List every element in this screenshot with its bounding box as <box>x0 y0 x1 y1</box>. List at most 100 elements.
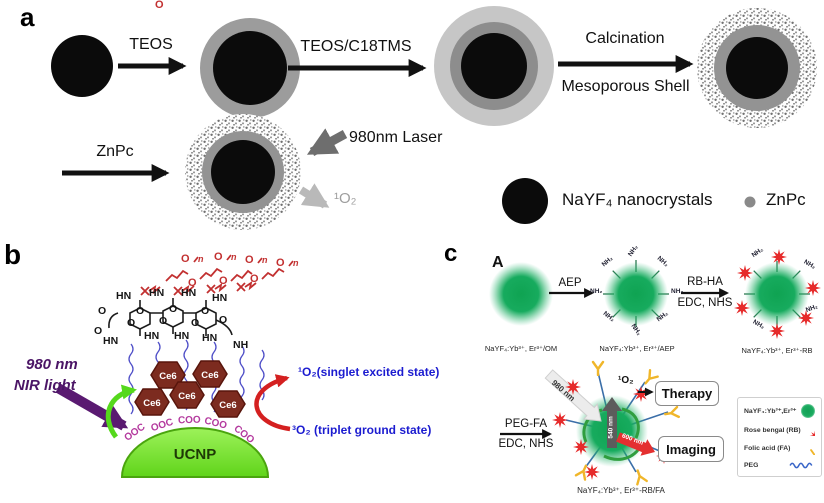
nayf4-aep-sphere <box>603 260 669 327</box>
panel-a-label: a <box>20 2 35 32</box>
imaging-label: Imaging <box>666 441 716 457</box>
oxygen-cycle-arrow <box>254 374 291 432</box>
panel-b-label: b <box>4 239 22 270</box>
singlet-oxygen-arrow <box>298 183 330 209</box>
ucnp-dome <box>120 427 270 478</box>
folic-acid-y <box>663 405 680 421</box>
backbone-hn: HN <box>174 330 190 342</box>
chain-o: O <box>276 257 285 269</box>
peg-chains <box>140 254 294 296</box>
backbone-o: O <box>136 305 145 317</box>
imaging-box: Imaging <box>658 436 724 462</box>
panel-c-legend: NaYF₄:Yb³⁺,Er³⁺ Rose bengal (RB) Folic a… <box>737 397 822 477</box>
svg-text:Ce6: Ce6 <box>201 370 218 381</box>
rose-bengal-star <box>734 300 750 316</box>
final-particle <box>544 360 680 486</box>
chain-o: O <box>155 0 164 11</box>
panel-b-graphics: Ce6 Ce6 Ce6 Ce6 Ce6 <box>55 254 294 478</box>
therapy-label: Therapy <box>661 386 713 401</box>
backbone-o: O <box>219 314 228 326</box>
rose-bengal-star <box>737 265 753 281</box>
folic-acid-y <box>591 360 605 376</box>
particle4-label: NaYF₄:Yb³⁺, Er³⁺-RB/FA <box>577 486 665 495</box>
backbone-o: O <box>169 303 178 315</box>
panel-a-graphics <box>51 6 817 230</box>
znpc-loaded-particle <box>185 114 301 230</box>
arrow-600nm <box>616 432 655 456</box>
pegfa-label: PEG-FA <box>504 418 548 430</box>
backbone-nh: NH <box>233 339 249 351</box>
svg-text:Ce6: Ce6 <box>219 400 236 411</box>
rose-bengal-star-glyph <box>803 424 815 436</box>
legend-row-nanocrystal: NaYF₄:Yb³⁺,Er³⁺ <box>744 404 815 418</box>
scheme-a-label: A <box>492 254 504 271</box>
ce6-hexagon: Ce6 <box>169 381 205 409</box>
chain-o: O <box>219 275 228 287</box>
backbone-o: O <box>127 317 136 329</box>
nh2-label: NH₂ <box>671 288 684 295</box>
backbone-o: O <box>98 305 107 317</box>
nh2-label: NH₂ <box>590 288 603 295</box>
legend-peg-label: PEG <box>744 462 759 469</box>
svg-text:Ce6: Ce6 <box>159 371 176 382</box>
coo-label: COO <box>177 414 201 427</box>
legend-nayf4-label: NaYF₄:Yb³⁺,Er³⁺ <box>744 408 797 415</box>
rose-bengal-star <box>805 280 821 296</box>
backbone-hn: HN <box>144 330 160 342</box>
beam-980nm <box>544 369 602 422</box>
rose-bengal-star <box>769 323 785 339</box>
chain-o: O <box>214 251 223 263</box>
svg-text:Ce6: Ce6 <box>178 391 195 402</box>
backbone-hn: HN <box>116 290 132 302</box>
repeat-n: n <box>231 252 237 262</box>
laser-arrow <box>306 128 348 156</box>
legend-fa-label: Folic acid (FA) <box>744 445 791 452</box>
aep-label: AEP <box>558 277 582 289</box>
ucnp-label: UCNP <box>173 446 217 463</box>
therapy-box: Therapy <box>655 381 719 406</box>
singlet-state-label: ¹O₂(singlet excited state) <box>298 365 440 379</box>
backbone-hn: HN <box>149 287 165 299</box>
legend-row-folic-acid: Folic acid (FA) <box>744 442 815 455</box>
ce6-hexagon: Ce6 <box>210 390 246 418</box>
chain-o: O <box>245 254 254 266</box>
energy-transfer-arrow <box>105 384 137 439</box>
silica-coated-particle <box>200 18 300 118</box>
legend-znpc-glyph <box>744 196 756 208</box>
singlet-o2-label: ¹O₂ <box>618 375 634 386</box>
backbone-o: O <box>159 315 168 327</box>
nir-980-label: 980 nm <box>26 356 78 373</box>
edc-nhs2-label: EDC, NHS <box>498 438 554 450</box>
ce6-hexagon: Ce6 <box>134 388 170 416</box>
nir-light-arrow <box>55 383 129 431</box>
repeat-n: n <box>262 255 268 265</box>
particle1-label: NaYF₄:Yb³⁺, Er³⁺/OM <box>484 344 558 353</box>
repeat-n: n <box>293 258 299 268</box>
backbone-hn: HN <box>202 332 218 344</box>
backbone-hn: HN <box>181 287 197 299</box>
particle2-label: NaYF₄:Yb³⁺, Er³⁺/AEP <box>599 344 675 353</box>
rose-bengal-star <box>771 249 787 265</box>
singlet-oxygen-label: ¹O₂ <box>334 190 357 207</box>
rose-bengal-star <box>633 386 649 402</box>
calcination-label: Calcination <box>585 30 665 47</box>
mesoporous-shell-particle <box>697 8 817 128</box>
backbone-hn: HN <box>212 292 228 304</box>
legend-znpc-label: ZnPc <box>766 190 806 209</box>
ce6-hexagon: Ce6 <box>192 360 228 388</box>
teos-c18tms-label: TEOS/C18TMS <box>300 38 412 55</box>
polymer-backbone <box>108 298 233 336</box>
double-shell-particle <box>434 6 554 126</box>
mesoporous-shell-label: Mesoporous Shell <box>561 78 690 95</box>
folic-acid-y-glyph <box>804 442 815 455</box>
chain-o: O <box>181 253 190 265</box>
nir-light-label: NIR light <box>14 377 76 394</box>
legend-nanocrystals-label: NaYF₄ nanocrystals <box>562 190 713 209</box>
backbone-hn: HN <box>103 335 119 347</box>
particle3-label: NaYF₄:Yb³⁺, Er³⁺-RB <box>741 346 813 355</box>
panel-c-graphics <box>489 249 821 486</box>
edc-nhs-label: EDC, NHS <box>677 297 733 309</box>
peg-squiggle-glyph <box>789 461 815 470</box>
